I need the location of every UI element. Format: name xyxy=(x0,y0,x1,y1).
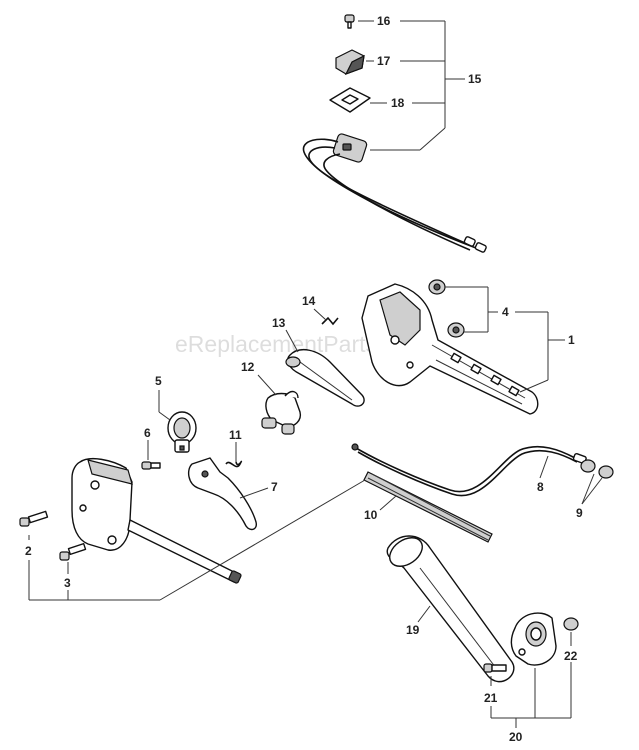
callout-7: 7 xyxy=(271,480,278,494)
callout-6: 6 xyxy=(144,426,151,440)
part-16-screw xyxy=(344,14,355,29)
part-22-nut xyxy=(563,617,579,631)
part-8-throttle-cable xyxy=(351,443,587,497)
callout-9: 9 xyxy=(576,506,583,520)
part-15-switch-harness xyxy=(302,133,487,253)
part-13-lever-plate xyxy=(285,348,365,407)
part-2-screw xyxy=(19,510,49,527)
callout-8: 8 xyxy=(537,480,544,494)
part-3-screw xyxy=(59,542,87,561)
part-left-housing-cover xyxy=(71,458,242,584)
callout-11: 11 xyxy=(229,428,242,442)
callout-12: 12 xyxy=(241,360,255,374)
callout-labels: 16 17 15 18 14 4 1 13 12 5 6 11 7 8 9 10… xyxy=(25,14,583,744)
part-19-grip-sleeve xyxy=(386,535,515,683)
callout-13: 13 xyxy=(272,316,286,330)
callout-14: 14 xyxy=(302,294,316,308)
callout-22: 22 xyxy=(564,649,578,663)
callout-5: 5 xyxy=(155,374,162,388)
callout-18: 18 xyxy=(391,96,405,110)
callout-10: 10 xyxy=(364,508,378,522)
part-9-caps xyxy=(580,459,614,479)
part-4-nuts xyxy=(428,279,465,338)
callout-2: 2 xyxy=(25,544,32,558)
part-5-clamp-ring xyxy=(167,411,197,453)
part-12-throttle-latch xyxy=(261,390,302,435)
part-18-gasket xyxy=(329,87,371,113)
callout-1: 1 xyxy=(568,333,575,347)
callout-20: 20 xyxy=(509,730,523,744)
part-6-screw xyxy=(141,461,161,470)
part-21-screw xyxy=(483,663,507,673)
callout-3: 3 xyxy=(64,576,71,590)
leader-lines xyxy=(28,20,603,728)
callout-4: 4 xyxy=(502,305,509,319)
part-1-handle-housing xyxy=(361,283,539,415)
part-14-spring-pin xyxy=(321,316,339,326)
part-7-throttle-trigger xyxy=(187,457,258,531)
part-10-spring-coil xyxy=(363,471,493,543)
callout-15: 15 xyxy=(468,72,482,86)
callout-21: 21 xyxy=(484,691,498,705)
part-11-spring xyxy=(225,460,243,468)
callout-19: 19 xyxy=(406,623,420,637)
part-17-clamp-block xyxy=(335,49,365,76)
callout-17: 17 xyxy=(377,54,391,68)
callout-16: 16 xyxy=(377,14,391,28)
part-20-end-cap xyxy=(510,612,557,666)
